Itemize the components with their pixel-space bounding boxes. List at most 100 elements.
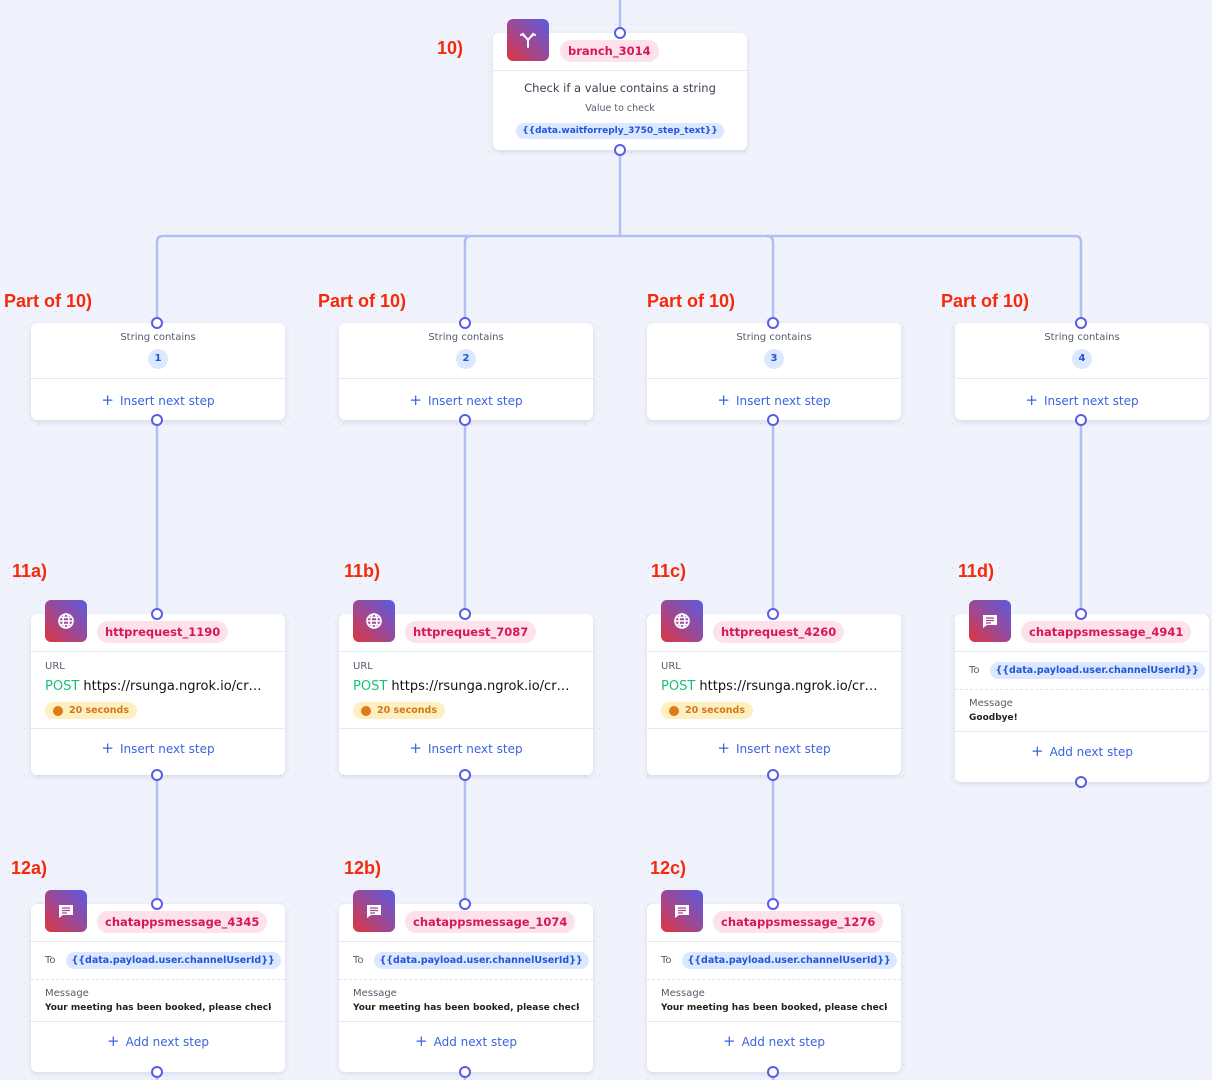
insert-next-step-button[interactable]: +Insert next step [647,391,901,409]
connector-handle[interactable] [1075,608,1087,620]
message-text: Your meeting has been booked, please che… [353,1003,579,1013]
plus-icon: + [107,1032,120,1050]
connector-handle[interactable] [767,414,779,426]
connector-handle[interactable] [767,608,779,620]
condition-label: String contains [120,332,196,343]
annotation-label: 11c) [651,561,687,581]
connector-handle[interactable] [767,898,779,910]
button-label: Add next step [1049,745,1133,759]
condition-value: 1 [148,349,168,369]
message-label: Message [45,988,89,999]
connector-handle[interactable] [1075,414,1087,426]
insert-next-step-button[interactable]: + Insert next step [955,391,1209,409]
button-label: Insert next step [1043,394,1139,408]
to-label: To [353,955,364,966]
globe-icon [45,600,87,642]
to-label: To [45,955,56,966]
insert-next-step-button[interactable]: +Insert next step [339,739,593,757]
annotation-label: Part of 10) [941,291,1030,311]
step-name[interactable]: httprequest_7087 [405,621,537,643]
value-variable[interactable]: {{data.waitforreply_3750_step_text}} [516,123,724,139]
message-label: Message [661,988,705,999]
connector-line [463,234,472,323]
timeout-badge: 20 seconds [661,702,754,719]
step-name[interactable]: chatappsmessage_4345 [97,911,268,933]
button-label: Insert next step [427,394,523,408]
condition-card[interactable]: String contains 1 +Insert next step [31,323,285,420]
connector-handle[interactable] [767,1066,779,1078]
recipient-variable[interactable]: {{data.payload.user.channelUserId}} [681,952,897,969]
connector-handle[interactable] [151,898,163,910]
condition-card[interactable]: String contains 2 +Insert next step [339,323,593,420]
step-name[interactable]: httprequest_4260 [713,621,845,643]
connector-handle[interactable] [459,608,471,620]
plus-icon: + [415,1032,428,1050]
condition-label: String contains [736,332,812,343]
connector-handle[interactable] [151,317,163,329]
connector-handle[interactable] [151,608,163,620]
value-label: Value to check [585,103,655,114]
globe-icon [353,600,395,642]
step-name[interactable]: chatappsmessage_4941 [1021,621,1192,643]
globe-icon [661,600,703,642]
connector-handle[interactable] [459,898,471,910]
add-next-step-button[interactable]: +Add next step [647,1032,901,1050]
button-label: Insert next step [119,394,215,408]
recipient-variable[interactable]: {{data.payload.user.channelUserId}} [989,662,1205,679]
insert-next-step-button[interactable]: + Insert next step [647,739,901,757]
condition-label: String contains [1044,332,1120,343]
chat-icon [45,890,87,932]
chat-icon [969,600,1011,642]
recipient-variable[interactable]: {{data.payload.user.channelUserId}} [373,952,589,969]
connector-handle[interactable] [767,769,779,781]
step-name[interactable]: chatappsmessage_1276 [713,911,884,933]
add-next-step-button[interactable]: + Add next step [955,742,1209,760]
recipient-variable[interactable]: {{data.payload.user.channelUserId}} [65,952,281,969]
step-name[interactable]: chatappsmessage_1074 [405,911,576,933]
condition-label: String contains [428,332,504,343]
condition-card[interactable]: String contains 4 +Insert next step [955,323,1209,420]
url-value: https://rsunga.ngrok.io/cr… [699,679,878,694]
plus-icon: + [1031,742,1044,760]
url-label: URL [45,661,65,672]
condition-value: 2 [456,349,476,369]
annotation-label: 12c) [650,858,687,878]
plus-icon: + [717,738,730,757]
url-label: URL [353,661,373,672]
plus-icon: + [717,391,730,409]
plus-icon: + [101,738,114,757]
add-next-step-button[interactable]: +Add next step [31,1032,285,1050]
connector-handle[interactable] [767,317,779,329]
connector-handle[interactable] [151,1066,163,1078]
connector-handle[interactable] [151,414,163,426]
step-name[interactable]: branch_3014 [560,40,659,62]
condition-card[interactable]: String contains 3 +Insert next step [647,323,901,420]
annotation-label: Part of 10) [318,291,407,311]
insert-next-step-button[interactable]: +Insert next step [31,739,285,757]
connector-handle[interactable] [459,317,471,329]
connector-handle[interactable] [614,27,626,39]
annotation-label: 11d) [958,561,995,581]
connector-handle[interactable] [459,1066,471,1078]
insert-next-step-button[interactable]: +Insert next step [31,391,285,409]
connector-handle[interactable] [459,769,471,781]
timer-icon [53,705,63,716]
http-method: POST [353,679,388,694]
connector-handle[interactable] [459,414,471,426]
step-name[interactable]: httprequest_1190 [97,621,229,643]
connector-handle[interactable] [1075,776,1087,788]
connector-handle[interactable] [614,144,626,156]
url-label: URL [661,661,681,672]
chat-icon [353,890,395,932]
insert-next-step-button[interactable]: +Insert next step [339,391,593,409]
add-next-step-button[interactable]: +Add next step [339,1032,593,1050]
timeout-badge: 20 seconds [45,702,138,719]
message-text: Your meeting has been booked, please che… [661,1003,887,1013]
plus-icon: + [1025,391,1038,409]
plus-icon: + [723,1032,736,1050]
connector-handle[interactable] [151,769,163,781]
annotation-label: Part of 10) [647,291,736,311]
button-label: Insert next step [735,741,831,756]
connector-handle[interactable] [1075,317,1087,329]
